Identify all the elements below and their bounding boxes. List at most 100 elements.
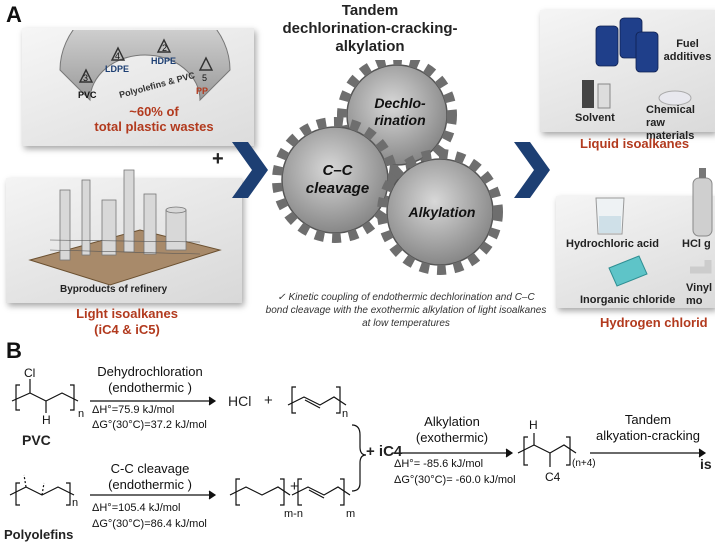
liquid-item-fuel: Fuel additives [663, 38, 712, 63]
code-3: 3 [83, 73, 89, 83]
tandem-text: Tandem alkyation-cracking [588, 412, 708, 444]
hcl-title: Hydrogen chlorid [600, 315, 708, 330]
hcl-products-panel [556, 196, 715, 308]
polyolefins-label: Polyolefins [4, 527, 74, 542]
plus-2: + [290, 478, 299, 495]
hcl-item-gas: HCl g [682, 238, 711, 250]
arrow-left-to-gears [232, 142, 268, 198]
polyene-bracket-left [291, 386, 296, 414]
panel-a-letter: A [6, 2, 22, 27]
barrels-icon [595, 17, 659, 73]
combine-brace [351, 424, 367, 492]
label-ldpe: LDPE [105, 64, 130, 74]
pvc-chain [11, 392, 79, 402]
gear-label-dechlor: Dechlo-rination [374, 95, 426, 128]
dehydro-dg: ΔG°(30°C)=37.2 kJ/mol [92, 419, 207, 431]
plus-sign: + [212, 148, 224, 170]
plus-ic4: + iC4 [366, 443, 403, 460]
cc-text: C-C cleavage (endothermic ) [88, 461, 212, 493]
light-isoalkanes-label: Light isoalkanes (iC4 & iC5) [52, 306, 202, 338]
code-4: 4 [115, 51, 121, 61]
code-2: 2 [162, 43, 168, 53]
cc-line-2: (endothermic ) [108, 477, 192, 492]
panel-a-title: Tandem dechlorination-cracking-alkylatio… [255, 2, 485, 56]
product-c4: C4 [545, 470, 561, 484]
raw-materials-icon [658, 90, 692, 106]
liquid-item-solvent: Solvent [575, 112, 615, 124]
polyene-chain [287, 396, 347, 406]
polyolefin-bracket-right [66, 482, 71, 506]
recycle-icon [78, 38, 214, 83]
refinery-illustration [28, 169, 222, 286]
cc-line-1: C-C cleavage [110, 461, 190, 476]
plastic-fan-diagram [59, 30, 231, 102]
tandem-line-1: Tandem [624, 412, 672, 427]
product-subscript: (n+4) [572, 458, 596, 469]
dehydro-dh: ΔH°=75.9 kJ/mol [92, 404, 175, 416]
light-isoalkanes-line-1: Light isoalkanes [76, 306, 178, 321]
hcl-item-vinyl: Vinyl mo [686, 282, 713, 307]
arrow-gears-to-products [514, 142, 550, 198]
alk-dg: ΔG°(30°C)= -60.0 kJ/mol [394, 474, 516, 486]
dehydro-line-2: (endothermic ) [108, 380, 192, 395]
alkene-m: m [346, 508, 356, 520]
product-bracket-right [566, 436, 571, 466]
liquid-isoalkanes-title: Liquid isoalkanes [580, 136, 690, 151]
gear-alkylation [377, 149, 503, 275]
plus-1: + [264, 392, 273, 409]
cc-dh: ΔH°=105.4 kJ/mol [92, 502, 181, 514]
code-5: 5 [202, 73, 208, 83]
hcl-product: HCl [228, 393, 252, 409]
label-pvc: PVC [78, 90, 97, 100]
vinyl-pipe-icon [690, 260, 712, 274]
alk-line-2: (exothermic) [415, 430, 489, 445]
product-bracket-left [523, 436, 528, 466]
pvc-cl: Cl [24, 366, 36, 380]
light-isoalkanes-line-2: (iC4 & iC5) [94, 322, 160, 337]
polyolefin-n: n [72, 497, 79, 509]
solvent-bottles-icon [582, 80, 611, 109]
label-hdpe: HDPE [151, 56, 177, 66]
plastic-share-line-1: ~60% of [129, 104, 179, 119]
refinery-caption: Byproducts of refinery [60, 284, 168, 295]
alkane-bracket-right [280, 478, 285, 506]
product-h: H [529, 418, 538, 432]
panel-b-letter: B [6, 338, 22, 363]
label-pp: PP [196, 86, 209, 96]
pvc-bracket-left [15, 384, 20, 411]
polyene-n: n [342, 408, 349, 420]
polyene-bracket-right [336, 386, 341, 414]
gear-cc-cleavage [272, 117, 398, 243]
hcl-gas-cylinder-icon [692, 168, 713, 237]
alk-line-1: Alkylation [424, 414, 480, 429]
kinetic-coupling-note: ✓ Kinetic coupling of endothermic dechlo… [265, 292, 547, 329]
final-product: is [700, 456, 712, 472]
inorganic-chloride-icon [608, 255, 648, 287]
pvc-label: PVC [22, 432, 51, 448]
cc-dg: ΔG°(30°C)=86.4 kJ/mol [92, 518, 207, 530]
plastic-share-line-2: total plastic wastes [94, 119, 214, 134]
title-line-2: dechlorination-cracking-alkylation [282, 20, 458, 55]
alk-dh: ΔH°= -85.6 kJ/mol [394, 458, 484, 470]
pvc-h: H [42, 413, 51, 427]
title-line-1: Tandem [341, 2, 399, 19]
plastic-share-text: ~60% of total plastic wastes [84, 104, 224, 134]
polyolefin-bracket-left [15, 482, 20, 506]
product-chain [517, 444, 577, 454]
hydrochloric-acid-beaker-icon [595, 197, 625, 235]
alkene-bracket-right [340, 478, 345, 506]
dehydro-text: Dehydrochloration (endothermic ) [86, 364, 214, 396]
tandem-line-2: alkyation-cracking [595, 428, 701, 443]
pvc-n: n [78, 408, 85, 420]
alkane-chain [229, 486, 291, 496]
liquid-item-raw: Chemical raw materials [646, 104, 695, 142]
reaction-scheme [9, 379, 707, 506]
alkane-m-minus-n: m-n [284, 508, 303, 520]
gear-label-cc: C–C cleavage [305, 162, 370, 197]
hcl-item-acid: Hydrochloric acid [566, 238, 659, 250]
alkene-chain [291, 486, 351, 496]
pvc-bracket-right [70, 384, 75, 411]
gear-label-alkylation: Alkylation [408, 204, 476, 220]
hcl-item-inorganic: Inorganic chloride [580, 294, 676, 306]
dehydro-line-1: Dehydrochloration [97, 364, 203, 379]
